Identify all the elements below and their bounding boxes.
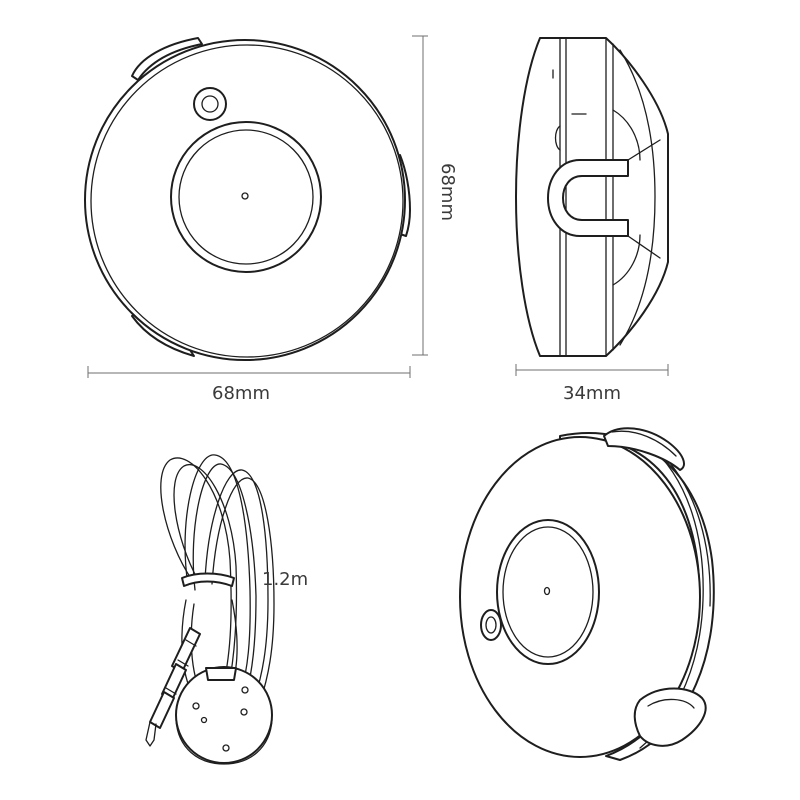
perspective-top-clip: [603, 427, 685, 471]
side-depth-label: 34mm: [563, 383, 621, 404]
perspective-face: [459, 436, 701, 758]
front-view: [84, 37, 411, 361]
probe-contact: [241, 686, 249, 694]
cable-coil: [160, 454, 275, 703]
front-view-lens-inner: [178, 129, 314, 265]
cable-probe: [145, 454, 275, 765]
probe-contact: [200, 716, 208, 724]
front-view-lens-outer: [170, 121, 322, 273]
front-view-body-outer: [84, 39, 406, 361]
front-view-body-inner: [90, 44, 404, 358]
front-height-dimension: 68mm: [412, 35, 458, 356]
perspective-lens-outer: [496, 519, 600, 665]
perspective-indicator-dot: [543, 586, 551, 596]
perspective-view: [459, 427, 715, 761]
probe-contact: [240, 708, 248, 716]
side-view-body: [515, 37, 669, 357]
side-view: [515, 37, 669, 357]
side-depth-dimension: 34mm: [515, 364, 669, 404]
probe-disc-outer: [175, 666, 273, 764]
perspective-bottom-clip: [633, 687, 707, 747]
side-view-clip-loop: [547, 159, 629, 237]
front-view-top-clip: [131, 37, 203, 81]
probe-contact: [192, 702, 200, 710]
perspective-button-outer: [480, 609, 502, 641]
cable-tie: [181, 572, 235, 587]
audio-plug: [145, 627, 201, 747]
perspective-lens-inner: [502, 526, 594, 658]
perspective-button-inner: [485, 616, 497, 634]
perspective-rim: [559, 432, 715, 761]
front-view-button-inner: [201, 95, 219, 113]
front-width-dimension: 68mm: [87, 366, 411, 404]
front-height-label: 68mm: [437, 163, 458, 221]
cable-length-label: 1.2m: [262, 569, 308, 590]
probe-contact: [222, 744, 230, 752]
front-view-indicator-dot: [241, 192, 249, 200]
front-width-label: 68mm: [212, 383, 270, 404]
front-view-button-outer: [193, 87, 227, 121]
